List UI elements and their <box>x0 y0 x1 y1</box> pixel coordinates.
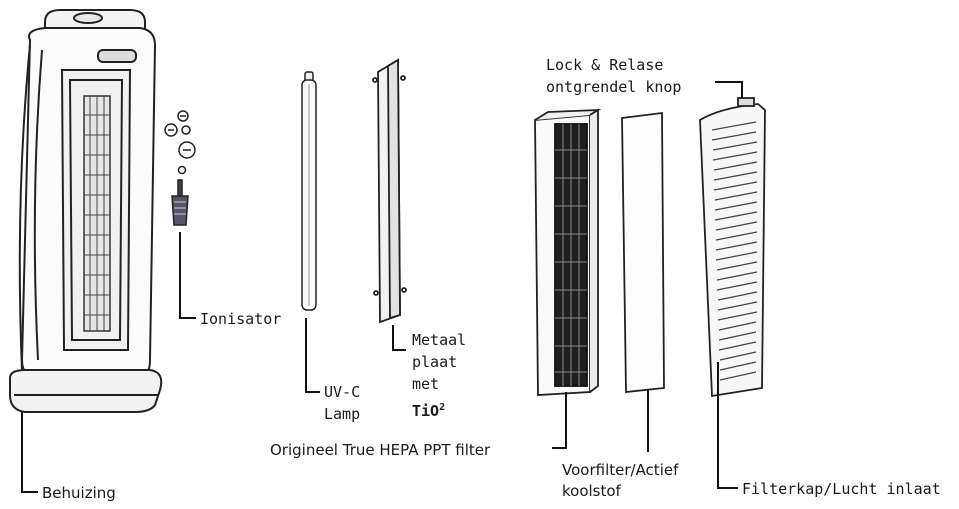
label-lock-line2: ontgrendel knop <box>546 77 681 97</box>
label-lock-line1: Lock & Relase <box>546 55 663 75</box>
label-hepa: Origineel True HEPA PPT filter <box>270 440 490 460</box>
label-uvc-line2: Lamp <box>324 404 360 424</box>
label-behuizing: Behuizing <box>42 483 116 503</box>
ionizer-illustration <box>165 111 195 225</box>
label-filterkap: Filterkap/Lucht inlaat <box>742 479 941 499</box>
label-metaal-line2: plaat <box>412 352 457 372</box>
label-metaal-line3: met <box>412 374 439 394</box>
label-voorfilter-line2: koolstof <box>562 481 621 501</box>
label-metaal-line1: Metaal <box>412 330 466 350</box>
hepa-filter-illustration <box>535 110 598 395</box>
prefilter-illustration <box>622 113 664 392</box>
filter-cover-illustration <box>700 98 765 396</box>
metal-plate-illustration <box>373 60 406 322</box>
uvc-lamp-illustration <box>302 72 316 310</box>
housing-illustration <box>10 10 161 412</box>
label-tio: TiO <box>412 402 439 420</box>
label-voorfilter-line1: Voorfilter/Actief <box>562 460 678 480</box>
label-metaal-line4: TiO2 <box>412 398 445 421</box>
label-ionisator: Ionisator <box>200 309 281 329</box>
label-tio-subscript: 2 <box>439 402 445 413</box>
label-uvc-line1: UV-C <box>324 382 360 402</box>
